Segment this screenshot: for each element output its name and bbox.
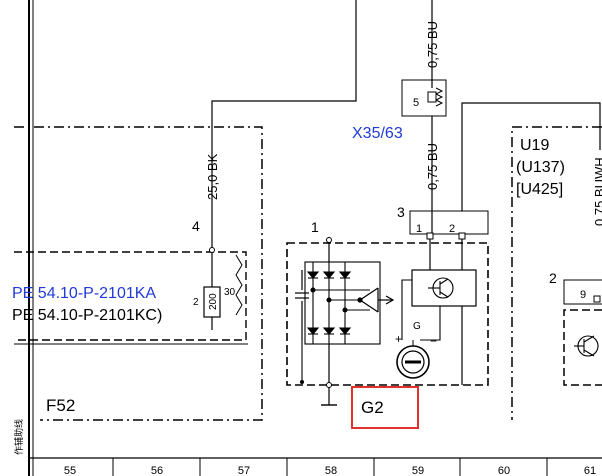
f52-boundary — [14, 126, 263, 421]
right-wire-label: 0,75 BUWH — [592, 157, 602, 226]
pin-4-node — [209, 247, 215, 253]
reg-pin-2: 2 — [449, 223, 455, 235]
reg-pin-1: 1 — [416, 223, 422, 235]
resistor-pin-right: 30 — [224, 287, 236, 298]
left-feed-wire — [211, 0, 357, 250]
u19-label: U19 — [520, 137, 549, 154]
resistor-value: 200 — [208, 293, 219, 310]
stator-winding — [357, 287, 395, 313]
grid-col-61: 61 — [584, 465, 596, 476]
u19-alt1: (U137) — [516, 159, 565, 176]
bottom-grid: 55 56 57 58 59 60 61 — [29, 457, 602, 476]
left-feed-label: 25,0 BK — [205, 153, 220, 200]
g2-boundary — [286, 242, 489, 386]
regulator-plug — [409, 210, 489, 235]
u19-alt2: [U425] — [516, 181, 563, 198]
f52-label: F52 — [46, 396, 75, 415]
regulator-transistor — [428, 277, 454, 299]
resistor-bracket — [235, 254, 243, 316]
reg-to-rotor — [401, 279, 412, 340]
u19-transistor — [574, 335, 599, 357]
voltage-regulator — [411, 269, 477, 307]
connector-x35-63 — [401, 79, 447, 117]
reference-link-1[interactable]: PE 54.10-P-2101KA — [12, 285, 156, 302]
mid-wire-label: 0,75 BU — [425, 143, 440, 190]
grid-col-58: 58 — [325, 465, 337, 476]
reference-text-2: PE 54.10-P-2101KC) — [12, 307, 162, 324]
g2-label: G2 — [361, 398, 384, 417]
plug-3-label: 3 — [397, 204, 405, 220]
pin-4-label: 4 — [192, 218, 200, 234]
connector-x35-63-label[interactable]: X35/63 — [352, 125, 403, 142]
generator-plus: + — [395, 332, 402, 346]
side-note: 作辅助线 — [13, 419, 24, 455]
reference-box — [14, 251, 247, 341]
grid-col-57: 57 — [238, 465, 250, 476]
g2-highlight-box — [351, 386, 419, 429]
grid-col-56: 56 — [151, 465, 163, 476]
u19-boundary — [511, 126, 602, 420]
grid-col-59: 59 — [412, 465, 424, 476]
u19-pin-2-label: 2 — [549, 270, 557, 286]
generator-g: G — [413, 321, 421, 332]
u19-pin-9: 9 — [580, 289, 586, 301]
generator-symbol — [396, 340, 430, 379]
grid-col-55: 55 — [64, 465, 76, 476]
reg-to-rotor-2 — [420, 306, 441, 341]
u19-inner-boundary — [563, 309, 602, 386]
alt-pin-1-label: 1 — [311, 219, 319, 235]
generator-minus: − — [430, 334, 437, 348]
capacitor — [295, 270, 309, 340]
diode-bridge — [304, 261, 381, 345]
u19-plug — [563, 279, 602, 305]
resistor-pin-left: 2 — [193, 297, 199, 308]
connector-spring — [434, 87, 444, 107]
connector-pin-5: 5 — [413, 97, 419, 109]
grid-col-60: 60 — [498, 465, 510, 476]
